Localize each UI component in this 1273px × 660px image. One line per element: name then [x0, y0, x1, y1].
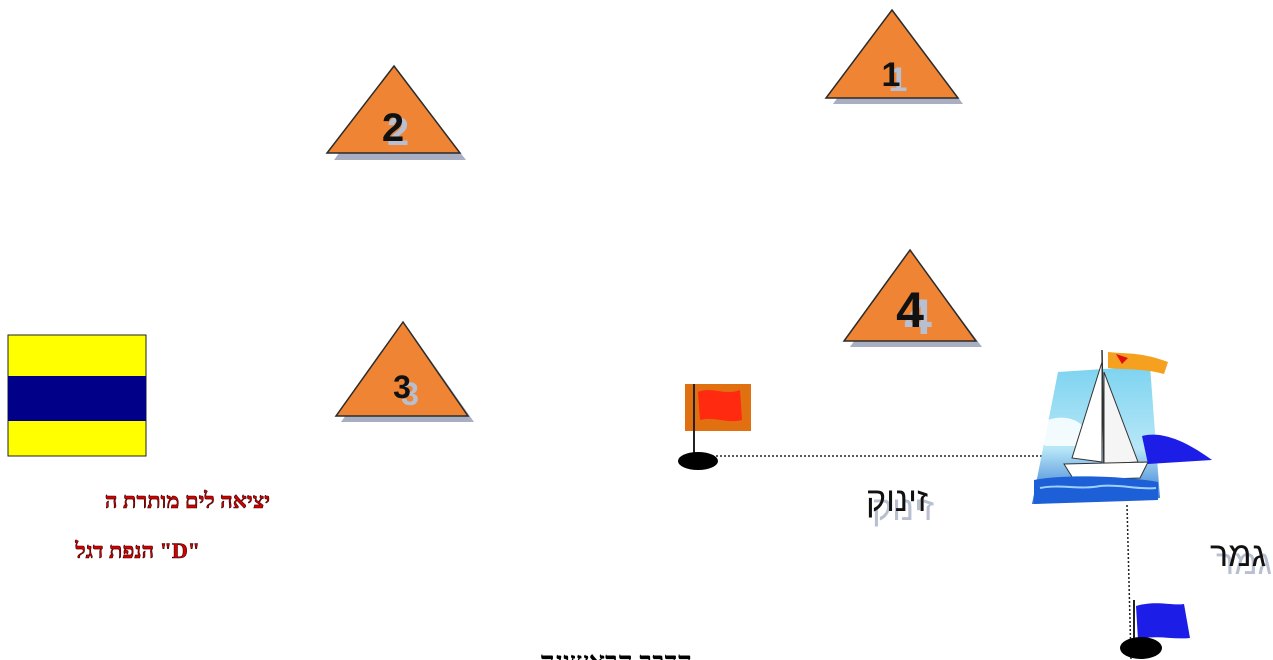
finish-label-text: גמר [1210, 536, 1266, 574]
mark-4-label: 4 [896, 282, 924, 338]
course-mark-2: 2 2 [327, 66, 466, 160]
course-mark-1: 1 1 [826, 10, 963, 104]
flag-d-notice-line2: הנפת דגל "D" [74, 538, 200, 563]
blue-flag-icon [1136, 603, 1190, 640]
mark-3-label: 3 [393, 369, 411, 405]
start-label-text: זינוק [866, 481, 928, 519]
course-mark-3: 3 3 [336, 322, 474, 422]
buoy-icon [678, 452, 718, 470]
course-mark-4: 4 4 [844, 250, 982, 347]
committee-boat [1032, 350, 1212, 504]
flag-d-notice-line1: יציאה לים מותרת ה [105, 488, 270, 513]
start-label: זינוק זינוק [866, 481, 934, 528]
mark-2-label: 2 [382, 106, 404, 150]
bottom-title: הדבר הראשונה [540, 647, 692, 660]
flag-d-notice: יציאה לים מותרת ה הנפת דגל "D" [74, 488, 270, 563]
finish-line [1127, 505, 1131, 660]
finish-label: גמר גמר [1210, 536, 1272, 582]
start-pin-buoy [678, 384, 751, 470]
signal-flag-d-icon [8, 335, 146, 456]
buoy-icon [1120, 637, 1162, 659]
mark-1-label: 1 [882, 56, 901, 94]
